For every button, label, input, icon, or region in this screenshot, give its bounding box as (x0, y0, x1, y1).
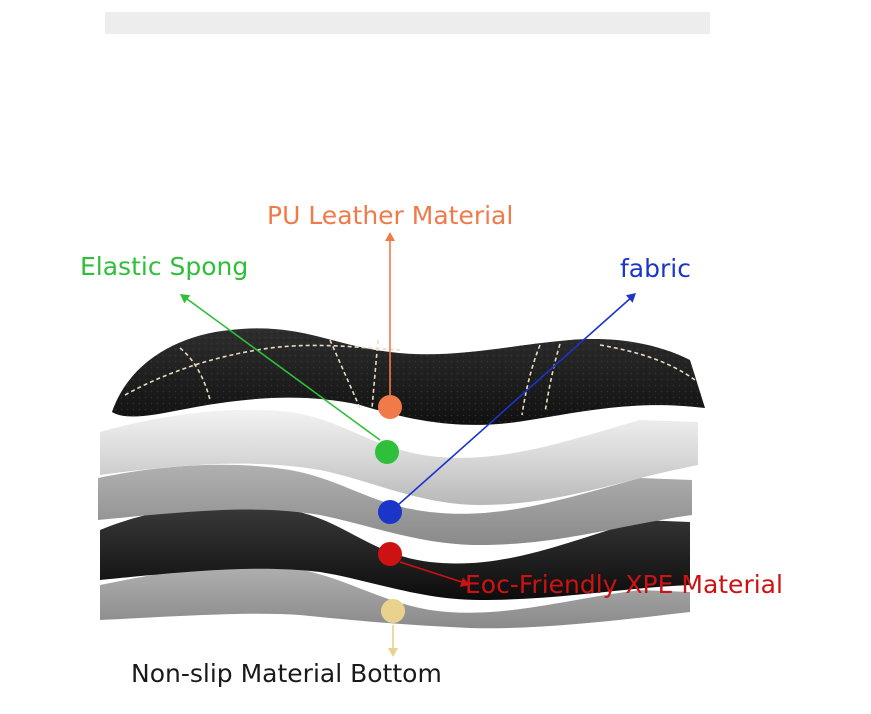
elastic-marker-dot (375, 440, 399, 464)
non-slip-bottom-label: Non-slip Material Bottom (131, 659, 442, 688)
xpe-layer (100, 505, 690, 600)
fabric-label: fabric (620, 254, 691, 283)
elastic-sponge-layer (100, 409, 698, 505)
leather-stitching (124, 339, 696, 416)
fabric-layer (98, 464, 692, 545)
xpe-material-label: Eoc-Friendly XPE Material (465, 570, 783, 599)
elastic-arrowhead (180, 294, 191, 304)
bottom-marker-dot (381, 599, 405, 623)
xpe-arrowhead (459, 577, 470, 587)
elastic-pointer-line (182, 295, 381, 441)
pu-leather-label: PU Leather Material (267, 201, 514, 230)
xpe-pointer-line (399, 561, 469, 585)
fabric-arrowhead (625, 293, 636, 303)
pu-marker-dot (378, 395, 402, 419)
pu-arrowhead (385, 232, 395, 241)
non-slip-bottom-layer (100, 565, 690, 629)
xpe-marker-dot (378, 542, 402, 566)
elastic-sponge-label: Elastic Spong (80, 252, 249, 281)
faded-header-text (105, 12, 710, 34)
bottom-arrowhead (388, 648, 398, 657)
fabric-marker-dot (378, 500, 402, 524)
fabric-pointer-line (397, 295, 634, 506)
